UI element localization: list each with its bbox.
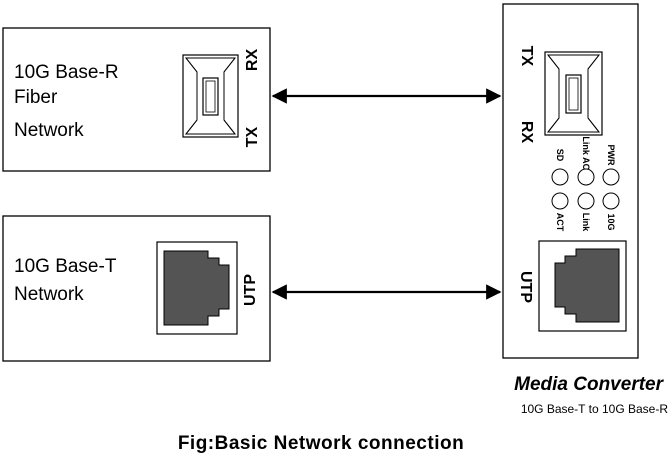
led-label-sd: SD [555, 149, 565, 162]
copper-box-line2: Network [14, 284, 84, 305]
led-act [551, 192, 569, 210]
converter-tx-label: TX [518, 46, 535, 67]
led-label-10g: 10G [606, 213, 616, 230]
led-sd [551, 168, 569, 186]
fiber-box-line2: Fiber [14, 87, 58, 108]
fiber-network-box: 10G Base-R Fiber Network RX TX [2, 27, 271, 172]
media-converter-box: TX RX SD Link ACT PWR ACT Link 10G [502, 3, 639, 359]
rj45-port-icon [538, 240, 627, 332]
figure-caption: Fig:Basic Network connection [178, 433, 464, 454]
converter-utp-label: UTP [517, 271, 534, 303]
copper-box-utp-label: UTP [242, 274, 259, 306]
led-10g [602, 192, 620, 210]
fiber-box-tx-label: TX [244, 126, 261, 147]
fiber-box-rx-label: RX [244, 49, 261, 72]
media-converter-subtitle: 10G Base-T to 10G Base-R [521, 402, 669, 416]
sfp-fiber-port-icon [182, 54, 239, 138]
led-indicators [551, 168, 620, 210]
led-link [577, 192, 595, 210]
led-pwr [602, 168, 620, 186]
led-label-pwr: PWR [606, 145, 616, 166]
led-label-link-act: Link ACT [581, 136, 591, 176]
rj45-port-icon [156, 241, 238, 335]
sfp-fiber-port-icon [544, 51, 603, 136]
media-converter-title: Media Converter [514, 374, 664, 395]
copper-box-line1: 10G Base-T [14, 256, 117, 277]
led-label-link: Link [581, 213, 591, 232]
led-label-act: ACT [555, 213, 565, 232]
copper-network-box: 10G Base-T Network UTP [2, 215, 271, 362]
fiber-box-line3: Network [14, 120, 84, 141]
fiber-box-line1: 10G Base-R [14, 62, 119, 83]
converter-rx-label: RX [518, 121, 535, 144]
led-link-act [577, 168, 595, 186]
